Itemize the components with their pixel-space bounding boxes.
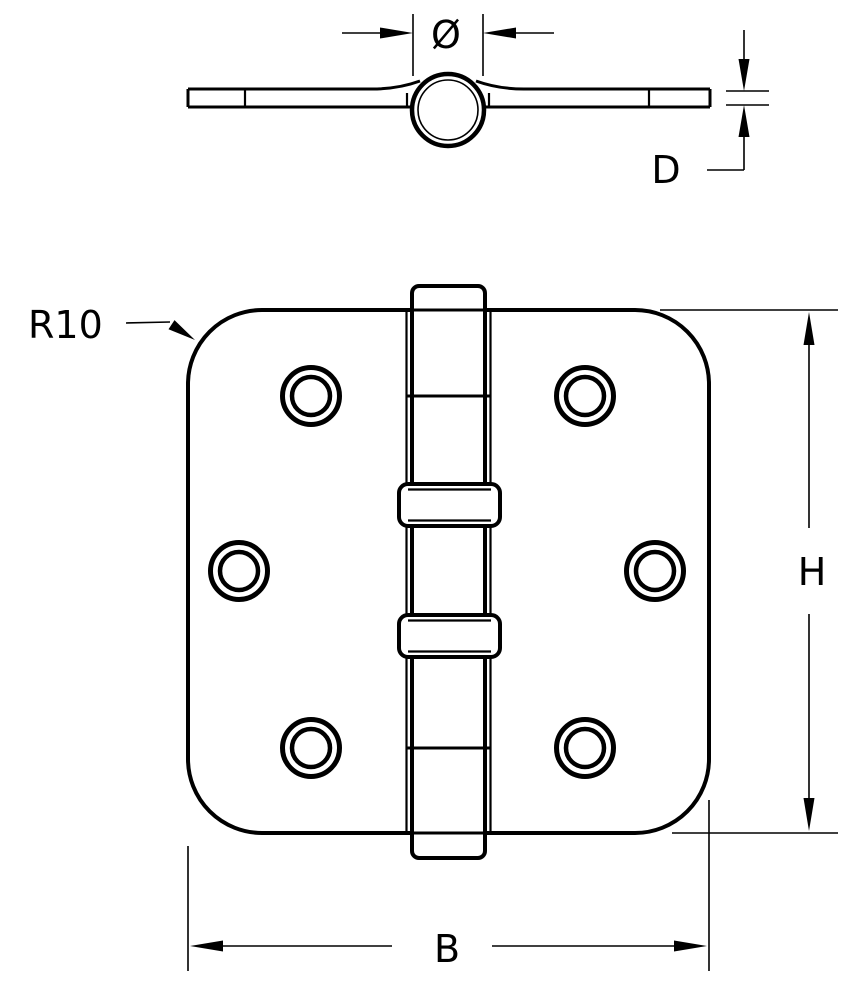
knuckle-outer-circle: [409, 71, 487, 149]
right-leaf-top-edge: [475, 79, 710, 91]
screw-hole-inner: [289, 374, 333, 418]
left-leaf-top-edge: [188, 79, 421, 91]
bearing-ring-upper-body: [397, 482, 502, 528]
screw-hole-middle-left: [208, 540, 270, 602]
thickness-dimension: D: [651, 30, 769, 192]
corner-radius-leader-line: [125, 321, 171, 324]
knuckle-inner-circle: [417, 79, 479, 141]
width-dimension-label: B: [434, 927, 460, 971]
screw-hole-inner: [563, 374, 607, 418]
thickness-arrowhead-top: [738, 59, 750, 91]
diameter-dimension: Ø: [342, 13, 554, 76]
screw-hole-inner: [217, 549, 261, 593]
knuckle-barrel: [410, 284, 487, 860]
corner-radius-arrowhead: [168, 320, 195, 340]
thickness-leader-line: [707, 136, 745, 171]
height-dimension-label: H: [798, 550, 827, 594]
corner-radius-callout: R10: [28, 303, 195, 347]
diameter-arrowhead-right: [483, 27, 516, 39]
bearing-ring-lower-body: [397, 613, 502, 659]
screw-hole-inner: [289, 726, 333, 770]
bearing-ring-lower: [397, 613, 502, 659]
height-arrowhead-top: [803, 312, 815, 345]
thickness-dimension-label: D: [651, 148, 680, 192]
corner-radius-label: R10: [28, 303, 103, 347]
thickness-arrowhead-bottom: [738, 105, 750, 137]
height-arrowhead-bottom: [803, 798, 815, 831]
diameter-arrowhead-left: [380, 27, 413, 39]
screw-hole-inner: [633, 549, 677, 593]
screw-hole-middle-right: [624, 540, 686, 602]
side-view: [186, 71, 712, 149]
screw-hole-bottom-right: [554, 717, 616, 779]
screw-hole-inner: [563, 726, 607, 770]
width-arrowhead-left: [190, 940, 223, 952]
screw-hole-bottom-left: [280, 717, 342, 779]
screw-hole-top-right: [554, 365, 616, 427]
screw-holes: [208, 365, 686, 779]
bearing-ring-upper: [397, 482, 502, 528]
screw-hole-top-left: [280, 365, 342, 427]
front-view: [186, 284, 711, 860]
width-arrowhead-right: [674, 940, 707, 952]
width-dimension: B: [187, 800, 710, 971]
diameter-dimension-label: Ø: [431, 13, 461, 57]
height-dimension: H: [660, 309, 838, 834]
